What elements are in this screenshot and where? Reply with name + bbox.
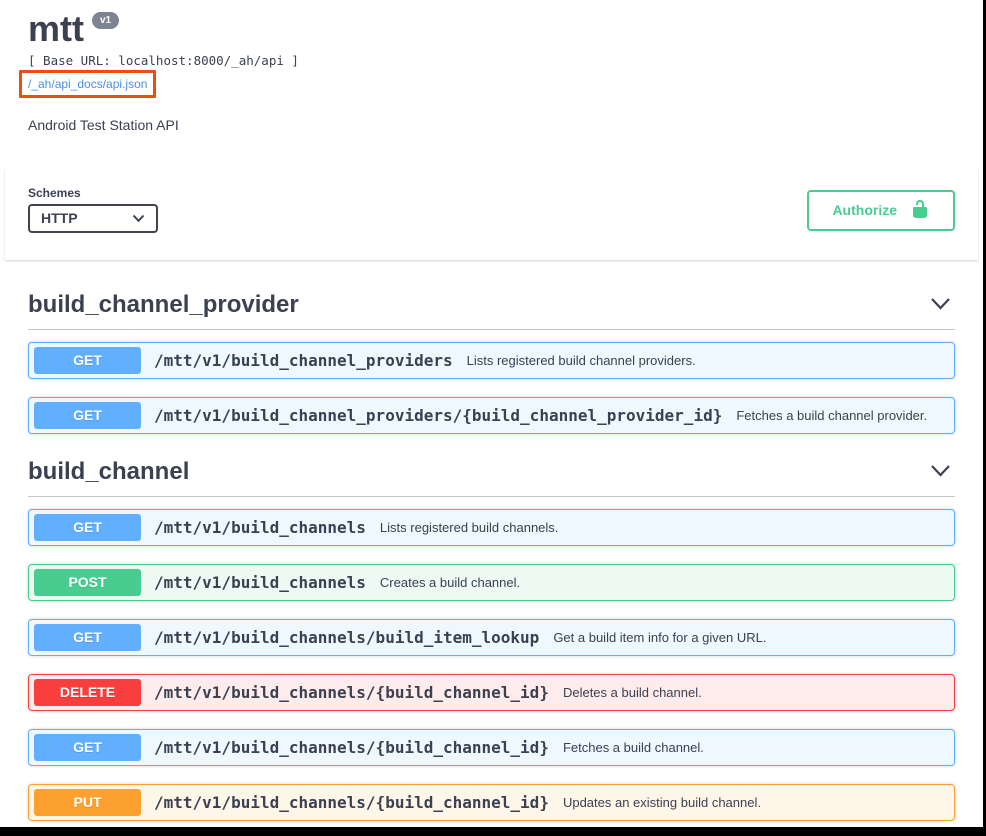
operation-summary: Get a build item info for a given URL. (553, 629, 767, 645)
operation-row[interactable]: GET /mtt/v1/build_channel_providers/{bui… (28, 396, 955, 434)
operation-summary: Fetches a build channel. (562, 739, 704, 755)
operation-row[interactable]: GET /mtt/v1/build_channels/{build_channe… (28, 728, 955, 766)
operation-path: /mtt/v1/build_channels (154, 517, 366, 537)
spec-link[interactable]: /_ah/api_docs/api.json (28, 76, 148, 91)
schemes-label: Schemes (28, 185, 81, 200)
method-badge: GET (34, 623, 141, 651)
method-badge: GET (34, 346, 141, 374)
collapse-section-button[interactable] (926, 464, 955, 480)
operations-list: GET /mtt/v1/build_channels Lists registe… (28, 508, 955, 821)
tag-header[interactable]: build_channel (28, 458, 955, 497)
version-badge: v1 (92, 12, 120, 29)
operation-summary: Lists registered build channel providers… (466, 352, 696, 368)
spec-link-highlight-box: /_ah/api_docs/api.json (19, 69, 157, 98)
tag-section: build_channel GET /mtt/v1/build_channels… (28, 458, 955, 821)
method-badge: GET (34, 513, 141, 541)
api-title-row: mtt v1 (28, 10, 955, 48)
api-info-section: mtt v1 [ Base URL: localhost:8000/_ah/ap… (0, 0, 983, 133)
schemes-select[interactable]: HTTP (28, 203, 158, 233)
collapse-section-button[interactable] (926, 297, 955, 313)
tag-section: build_channel_provider GET /mtt/v1/build… (28, 291, 955, 434)
operation-summary: Deletes a build channel. (562, 684, 702, 700)
chevron-down-icon (930, 298, 951, 313)
operation-summary: Updates an existing build channel. (562, 794, 761, 810)
operation-row[interactable]: GET /mtt/v1/build_channels/build_item_lo… (28, 618, 955, 656)
unlock-icon (910, 199, 930, 222)
schemes-block: Schemes HTTP (28, 186, 158, 233)
schemes-selected-value: HTTP (41, 210, 78, 227)
tag-title: build_channel (28, 457, 190, 485)
operation-path: /mtt/v1/build_channels/build_item_lookup (154, 627, 540, 647)
operations-list: GET /mtt/v1/build_channel_providers List… (28, 341, 955, 434)
operation-row[interactable]: PUT /mtt/v1/build_channels/{build_channe… (28, 783, 955, 821)
api-description: Android Test Station API (28, 116, 179, 133)
operation-path: /mtt/v1/build_channels/{build_channel_id… (154, 792, 549, 812)
tag-header[interactable]: build_channel_provider (28, 291, 955, 330)
operation-summary: Lists registered build channels. (379, 519, 559, 535)
operation-summary: Fetches a build channel provider. (736, 407, 928, 423)
chevron-down-icon (930, 465, 951, 480)
method-badge: POST (34, 568, 141, 596)
operation-row[interactable]: GET /mtt/v1/build_channel_providers List… (28, 341, 955, 379)
api-title: mtt (28, 8, 84, 49)
base-url: [ Base URL: localhost:8000/_ah/api ] (28, 52, 299, 68)
operation-path: /mtt/v1/build_channel_providers/{build_c… (154, 405, 723, 425)
authorize-button-label: Authorize (832, 202, 897, 219)
method-badge: PUT (34, 788, 141, 816)
chevron-down-icon (132, 210, 145, 226)
method-badge: GET (34, 733, 141, 761)
operation-path: /mtt/v1/build_channels/{build_channel_id… (154, 682, 549, 702)
tag-title: build_channel_provider (28, 290, 299, 318)
operation-summary: Creates a build channel. (379, 574, 521, 590)
operation-path: /mtt/v1/build_channels/{build_channel_id… (154, 737, 549, 757)
operation-row[interactable]: POST /mtt/v1/build_channels Creates a bu… (28, 563, 955, 601)
method-badge: DELETE (34, 678, 141, 706)
operation-row[interactable]: GET /mtt/v1/build_channels Lists registe… (28, 508, 955, 546)
operation-row[interactable]: DELETE /mtt/v1/build_channels/{build_cha… (28, 673, 955, 711)
operation-path: /mtt/v1/build_channel_providers (154, 350, 453, 370)
scheme-container: Schemes HTTP Authorize (5, 168, 978, 260)
operation-path: /mtt/v1/build_channels (154, 572, 366, 592)
sections: build_channel_provider GET /mtt/v1/build… (0, 291, 983, 821)
method-badge: GET (34, 401, 141, 429)
authorize-button[interactable]: Authorize (807, 189, 955, 231)
